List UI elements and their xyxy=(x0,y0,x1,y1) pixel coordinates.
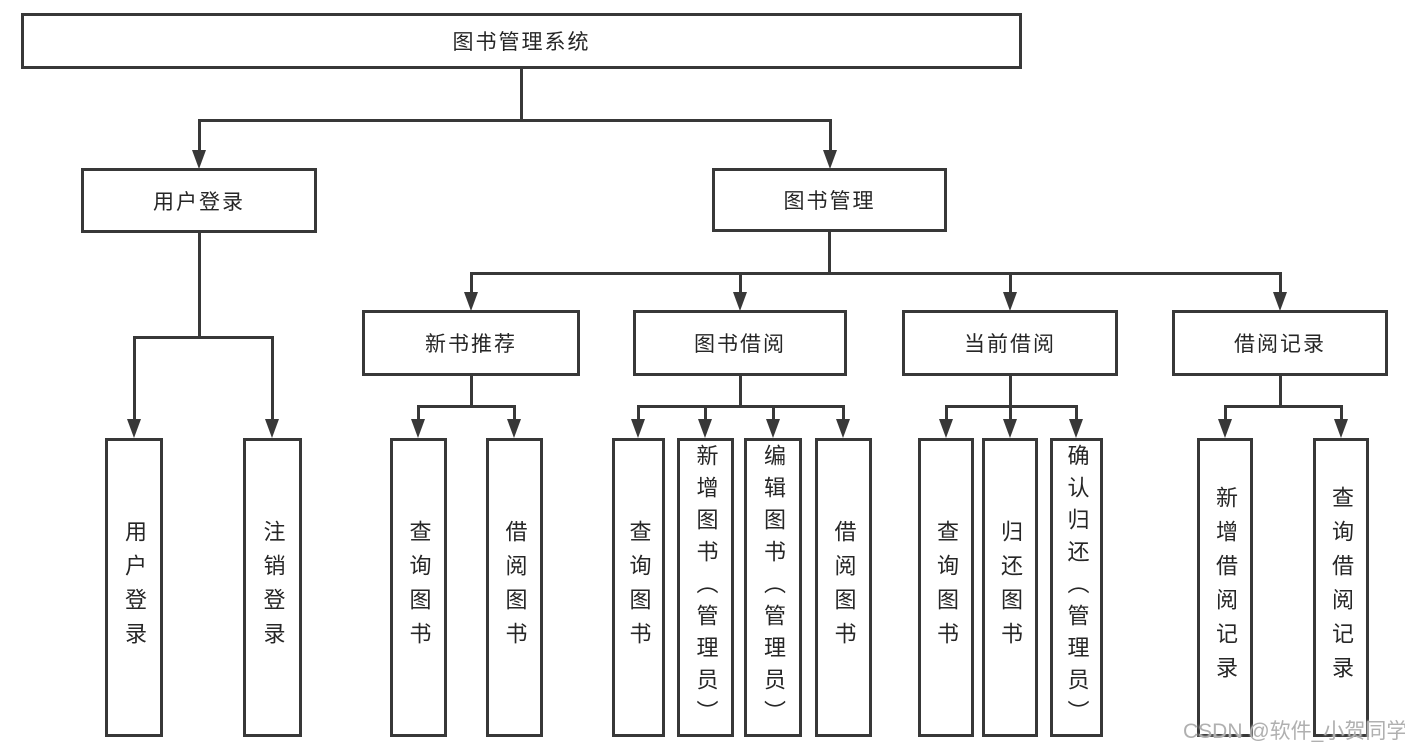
leaf-bb-query-books-label: 查询图书 xyxy=(626,519,652,656)
connector-cb-drop-2 xyxy=(1009,405,1012,421)
leaf-br-add-record-label: 新增借阅记录 xyxy=(1213,485,1238,690)
leaf-bb-add-books-admin-label: 新增图书（管理员） xyxy=(693,443,719,732)
leaf-br-query-record-label: 查询借阅记录 xyxy=(1329,485,1354,690)
connector-root-rail xyxy=(198,119,831,122)
connector-ul-stem xyxy=(198,233,201,338)
leaf-user-login: 用户登录 xyxy=(105,438,163,737)
arrow-down-icon xyxy=(1069,419,1083,438)
arrow-down-icon xyxy=(1218,419,1232,438)
node-new-book-recommend: 新书推荐 xyxy=(362,310,580,376)
connector-root-drop-right xyxy=(829,119,832,153)
connector-bm-rail xyxy=(470,272,1282,275)
connector-bb-drop-3 xyxy=(772,405,775,421)
leaf-bb-edit-books-admin: 编辑图书（管理员） xyxy=(744,438,802,737)
arrow-down-icon xyxy=(631,419,645,438)
connector-bb-stem xyxy=(739,376,742,407)
connector-bm-stem xyxy=(828,232,831,274)
arrow-down-icon xyxy=(939,419,953,438)
leaf-cb-confirm-return-admin-label: 确认归还（管理员） xyxy=(1064,443,1090,732)
connector-br-rail xyxy=(1224,405,1343,408)
arrow-down-icon xyxy=(1334,419,1348,438)
leaf-cb-query-books-label: 查询图书 xyxy=(934,519,959,656)
connector-cb-drop-1 xyxy=(945,405,948,421)
connector-bm-drop-4 xyxy=(1279,272,1282,296)
connector-bm-drop-1 xyxy=(470,272,473,296)
arrow-down-icon xyxy=(1273,292,1287,311)
node-root: 图书管理系统 xyxy=(21,13,1022,69)
arrow-down-icon xyxy=(1003,419,1017,438)
leaf-user-login-label: 用户登录 xyxy=(122,519,147,656)
connector-cb-stem xyxy=(1009,376,1012,407)
node-borrow-records-label: 借阅记录 xyxy=(1234,333,1326,356)
arrow-down-icon xyxy=(766,419,780,438)
node-current-borrowing-label: 当前借阅 xyxy=(964,333,1056,356)
connector-bb-drop-2 xyxy=(704,405,707,421)
connector-bm-drop-3 xyxy=(1009,272,1012,296)
connector-root-stem xyxy=(520,69,523,121)
arrow-down-icon xyxy=(836,419,850,438)
arrow-down-icon xyxy=(507,419,521,438)
arrow-down-icon xyxy=(698,419,712,438)
node-book-borrowing-label: 图书借阅 xyxy=(694,333,786,356)
node-book-management: 图书管理 xyxy=(712,168,947,232)
node-book-management-label: 图书管理 xyxy=(783,190,876,213)
connector-ul-rail xyxy=(133,336,274,339)
connector-bb-rail xyxy=(637,405,845,408)
leaf-logout: 注销登录 xyxy=(243,438,302,737)
connector-nb-drop-2 xyxy=(513,405,516,421)
leaf-cb-query-books: 查询图书 xyxy=(918,438,974,737)
connector-nb-rail xyxy=(417,405,516,408)
connector-root-drop-left xyxy=(198,119,201,153)
arrow-down-icon xyxy=(823,150,837,169)
leaf-br-query-record: 查询借阅记录 xyxy=(1313,438,1369,737)
node-borrow-records: 借阅记录 xyxy=(1172,310,1388,376)
connector-br-drop-1 xyxy=(1224,405,1227,421)
leaf-bb-query-books: 查询图书 xyxy=(612,438,665,737)
leaf-cb-confirm-return-admin: 确认归还（管理员） xyxy=(1050,438,1103,737)
arrow-down-icon xyxy=(733,292,747,311)
node-book-borrowing: 图书借阅 xyxy=(633,310,847,376)
node-user-login: 用户登录 xyxy=(81,168,317,233)
arrow-down-icon xyxy=(1003,292,1017,311)
connector-nb-stem xyxy=(470,376,473,407)
node-root-label: 图书管理系统 xyxy=(452,31,591,54)
arrow-down-icon xyxy=(127,419,141,438)
connector-bb-drop-4 xyxy=(842,405,845,421)
leaf-cb-return-books: 归还图书 xyxy=(982,438,1038,737)
connector-bb-drop-1 xyxy=(637,405,640,421)
arrow-down-icon xyxy=(411,419,425,438)
node-current-borrowing: 当前借阅 xyxy=(902,310,1118,376)
leaf-nb-borrow-books: 借阅图书 xyxy=(486,438,543,737)
connector-br-drop-2 xyxy=(1340,405,1343,421)
arrow-down-icon xyxy=(265,419,279,438)
leaf-nb-borrow-books-label: 借阅图书 xyxy=(502,519,528,656)
connector-ul-drop-1 xyxy=(133,336,136,421)
leaf-bb-edit-books-admin-label: 编辑图书（管理员） xyxy=(761,443,786,732)
leaf-bb-add-books-admin: 新增图书（管理员） xyxy=(677,438,734,737)
connector-bm-drop-2 xyxy=(739,272,742,296)
csdn-watermark: CSDN @软件_小贺同学 xyxy=(1183,720,1405,743)
leaf-bb-borrow-books-label: 借阅图书 xyxy=(831,519,857,656)
connector-ul-drop-2 xyxy=(271,336,274,421)
arrow-down-icon xyxy=(192,150,206,169)
connector-br-stem xyxy=(1279,376,1282,407)
connector-nb-drop-1 xyxy=(417,405,420,421)
leaf-bb-borrow-books: 借阅图书 xyxy=(815,438,872,737)
node-user-login-label: 用户登录 xyxy=(153,190,245,214)
leaf-nb-query-books-label: 查询图书 xyxy=(406,519,432,656)
leaf-cb-return-books-label: 归还图书 xyxy=(998,519,1023,656)
arrow-down-icon xyxy=(464,292,478,311)
leaf-br-add-record: 新增借阅记录 xyxy=(1197,438,1253,737)
leaf-logout-label: 注销登录 xyxy=(260,519,286,656)
leaf-nb-query-books: 查询图书 xyxy=(390,438,447,737)
connector-cb-drop-3 xyxy=(1075,405,1078,421)
node-new-book-recommend-label: 新书推荐 xyxy=(425,333,517,356)
